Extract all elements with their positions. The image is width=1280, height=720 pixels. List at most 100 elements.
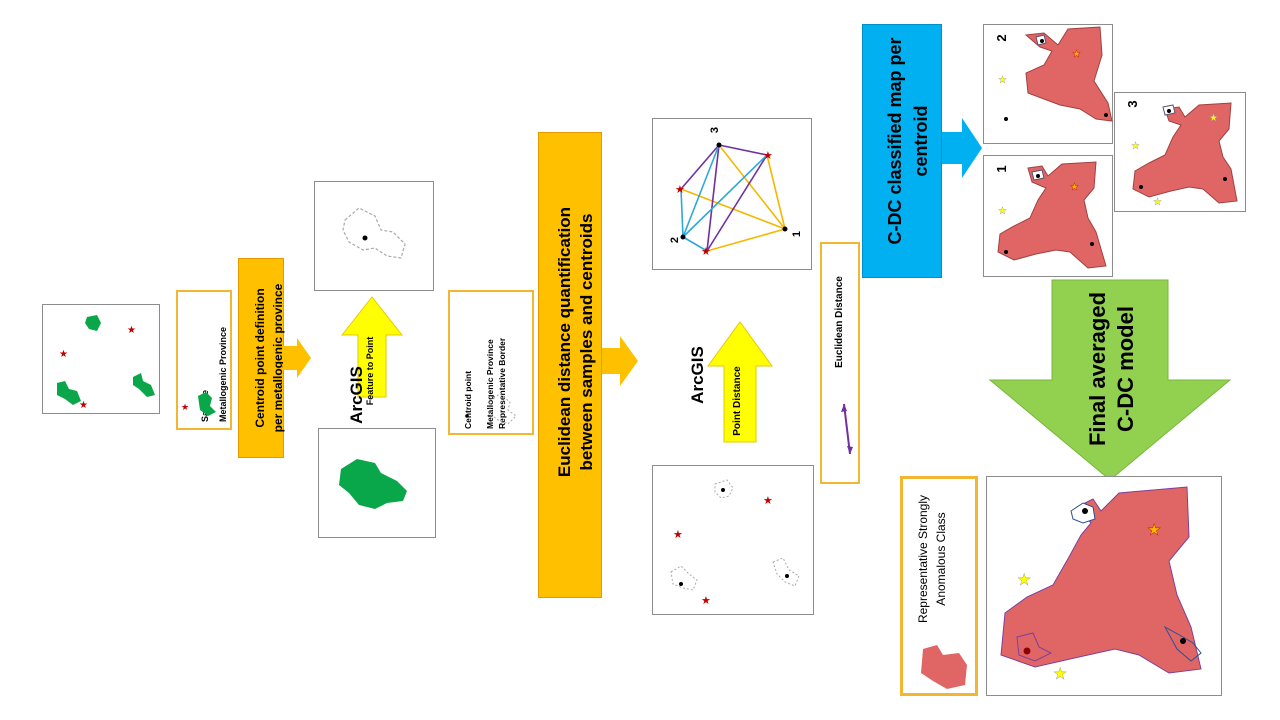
sample-star-icon: ★ <box>1072 49 1081 60</box>
map-label-1: 1 <box>994 165 1009 173</box>
node-label-1: 1 <box>791 230 803 238</box>
legend-sample-province: Sample Metallogenic Province ★ <box>176 290 232 430</box>
initial-map-graphic: ★ ★ ★ <box>57 315 155 411</box>
distance-line <box>680 188 684 238</box>
sample-star-icon: ★ <box>1147 522 1161 539</box>
dashed-border-icon <box>489 393 517 425</box>
cdc-classified-box: C-DC classified map per centroid <box>862 24 942 278</box>
cdc-classified-line2: centroid <box>911 105 931 177</box>
anomalous-class-swatch <box>921 645 967 689</box>
double-arrow-icon <box>843 403 851 455</box>
arrow-up-icon <box>340 296 404 398</box>
dashed-border-shape <box>670 565 698 591</box>
centroid-point-3 <box>716 142 722 148</box>
centroid-point <box>1082 508 1088 514</box>
point-distance-label: Point Distance <box>732 366 743 436</box>
centroid-point <box>1180 638 1186 644</box>
arcgis-label-2: ArcGIS <box>688 346 707 404</box>
sample-star-icon: ★ <box>59 349 68 360</box>
centroid-point <box>362 235 368 241</box>
province-source-panel <box>318 428 436 538</box>
anomalous-class-shape <box>1000 486 1202 674</box>
final-model-line1: Final averaged <box>1085 291 1110 447</box>
centroid-point-2 <box>680 234 686 240</box>
euclidean-distance-legend: Euclidean Distance <box>820 242 860 484</box>
map-label-3: 3 <box>1125 100 1140 108</box>
centroid-definition-line1: Centroid point definition <box>253 288 267 428</box>
classified-map-1: ★ ★ 1 <box>983 155 1113 277</box>
border-shape <box>1163 625 1202 662</box>
province-shape-2 <box>57 381 81 405</box>
sample-star-icon: ★ <box>127 325 136 336</box>
sample-star-icon: ★ <box>1070 182 1079 193</box>
sample-star-icon: ★ <box>763 495 773 507</box>
dashed-border-shape <box>342 207 406 259</box>
dashed-border-shape <box>714 479 734 499</box>
final-model-graphic: ★ ★ ★ <box>1000 486 1202 683</box>
centroid-result-panel <box>314 181 434 291</box>
distance-line <box>718 144 768 156</box>
sample-star-icon: ★ <box>998 75 1007 86</box>
distance-network-panel: ★ ★ ★ 3 1 2 <box>652 118 812 270</box>
map-label-2: 2 <box>994 34 1009 42</box>
sample-star-icon: ★ <box>675 184 685 196</box>
anomalous-class-shape <box>1024 26 1113 122</box>
distance-line <box>682 144 720 238</box>
centroid-point <box>1036 174 1040 178</box>
sample-star-icon: ★ <box>673 529 683 541</box>
centroid-point <box>1023 647 1031 655</box>
sample-star-icon: ★ <box>1017 572 1031 589</box>
distance-line <box>706 154 768 252</box>
sample-star-icon: ★ <box>1131 141 1140 152</box>
classified-map-2: ★ ★ 2 <box>983 24 1113 144</box>
centroid-point <box>1167 109 1171 113</box>
classified-map-3: ★ ★ ★ 3 <box>1114 92 1246 212</box>
node-label-3: 3 <box>709 126 721 134</box>
distance-line <box>766 154 786 230</box>
legend-centroid-border: Centroid point Metallogenic Province Rep… <box>448 290 534 435</box>
centroid-definition-box: Centroid point definition per metallogen… <box>238 258 285 458</box>
distance-line <box>682 154 768 238</box>
distance-line <box>706 228 786 252</box>
sample-star-icon: ★ <box>763 150 773 162</box>
arrow-down-icon <box>988 279 1232 481</box>
node-label-2: 2 <box>669 236 681 244</box>
distance-network-graphic: ★ ★ ★ <box>675 142 788 258</box>
centroid-point <box>1004 250 1008 254</box>
dashed-border-shape <box>772 557 800 587</box>
province-shape <box>339 459 407 509</box>
samples-centroids-panel: ★ ★ ★ <box>652 465 814 615</box>
centroid-point-icon <box>465 414 469 418</box>
initial-map-panel: ★ ★ ★ <box>42 304 160 414</box>
sample-star-icon: ★ <box>1153 197 1162 208</box>
anomalous-class-shape <box>1132 102 1238 204</box>
euclidean-quantification-line2: between samples and centroids <box>577 213 596 471</box>
sample-star-icon: ★ <box>701 246 711 258</box>
centroid-point <box>1040 39 1044 43</box>
distance-line <box>706 144 720 252</box>
distance-line <box>680 144 720 190</box>
centroid-point <box>1139 185 1143 189</box>
sample-star-icon: ★ <box>181 402 189 412</box>
final-model-line2: C-DC model <box>1113 306 1138 432</box>
sample-star-icon: ★ <box>701 595 711 607</box>
sample-star-icon: ★ <box>79 400 88 411</box>
centroid-point-1 <box>782 226 788 232</box>
arrow-right-icon <box>283 338 311 378</box>
sample-star-icon: ★ <box>1209 113 1218 124</box>
centroid-point <box>1223 177 1227 181</box>
distance-line <box>682 236 708 252</box>
legend-anomalous-class: Representative Strongly Anomalous Class <box>900 476 978 696</box>
province-shape-1 <box>85 315 101 331</box>
arrow-right-icon <box>602 336 638 386</box>
sample-star-icon: ★ <box>1053 666 1067 683</box>
centroid-point <box>1004 117 1008 121</box>
arrow-right-icon <box>942 118 982 178</box>
province-swatch-icon <box>198 392 216 416</box>
border-shape <box>1016 632 1053 662</box>
feature-to-point-label: Feature to Point <box>365 336 375 406</box>
sample-star-icon: ★ <box>998 206 1007 217</box>
province-shape-3 <box>133 373 155 397</box>
arrow-up-icon <box>707 321 773 443</box>
distance-line <box>718 144 786 230</box>
